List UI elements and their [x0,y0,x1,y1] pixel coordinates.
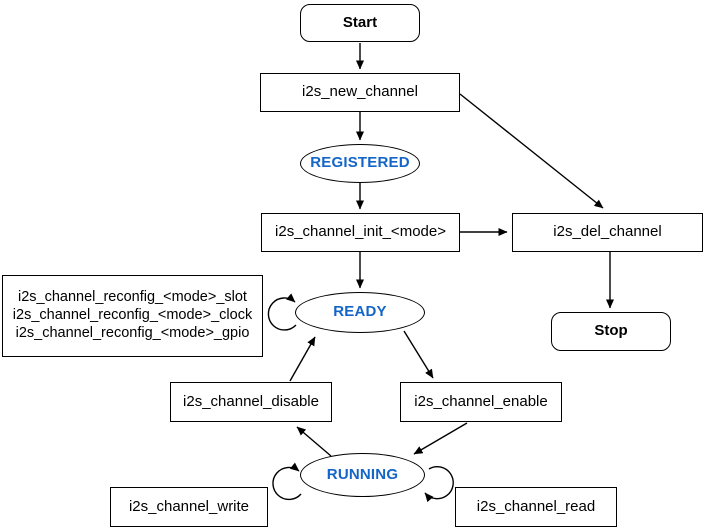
node-stop: Stop [551,312,671,351]
edge-disable-to-ready [289,336,316,382]
loop-ready-reconfig [267,293,297,331]
node-i2s-channel-enable: i2s_channel_enable [400,382,562,422]
edge-running-to-disable [296,426,332,457]
state-ready: READY [295,292,425,333]
edge-enable-to-running [413,422,468,455]
loop-running-write [272,462,302,501]
edge-new-channel-to-del-channel [459,93,604,209]
loop-running-read [424,466,454,503]
node-start: Start [300,4,420,42]
node-i2s-new-channel: i2s_new_channel [260,73,460,112]
node-i2s-channel-write: i2s_channel_write [110,487,268,527]
reconfig-gpio-label: i2s_channel_reconfig_<mode>_gpio [15,324,250,341]
node-i2s-channel-disable: i2s_channel_disable [170,382,332,422]
reconfig-clock-label: i2s_channel_reconfig_<mode>_clock [12,307,253,324]
node-i2s-channel-read: i2s_channel_read [455,487,617,527]
node-i2s-channel-init: i2s_channel_init_<mode> [261,213,460,252]
edge-ready-to-enable [403,330,434,379]
node-reconfig-functions: i2s_channel_reconfig_<mode>_slot i2s_cha… [2,275,263,357]
reconfig-slot-label: i2s_channel_reconfig_<mode>_slot [18,289,247,306]
state-running: RUNNING [300,453,425,497]
state-registered: REGISTERED [300,144,420,183]
node-i2s-del-channel: i2s_del_channel [512,213,703,252]
